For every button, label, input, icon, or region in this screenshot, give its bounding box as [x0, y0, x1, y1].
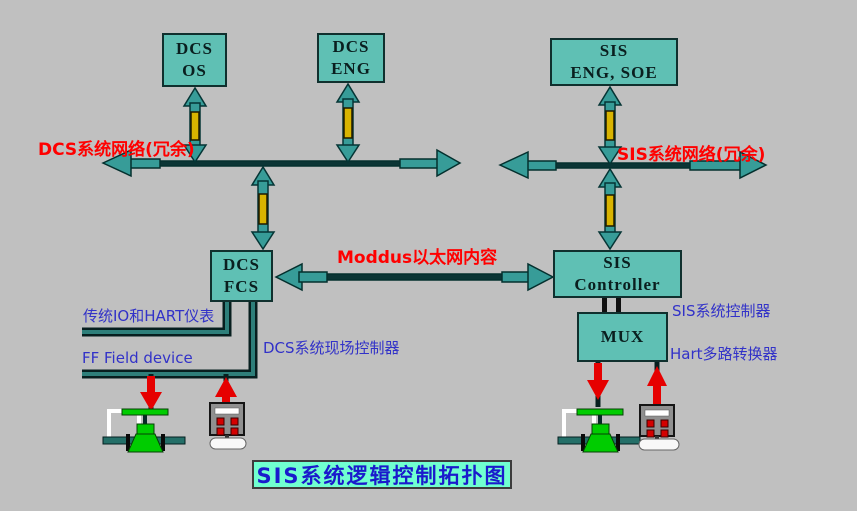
transmitter-right-icon: [638, 404, 680, 451]
node-sis-controller: SIS Controller: [553, 250, 682, 298]
sis-mux-link-1: [602, 297, 607, 313]
label-ff-field-device: FF Field device: [82, 349, 193, 367]
node-dcs-fcs-label: DCS FCS: [222, 254, 260, 296]
node-sis-controller-label: SIS Controller: [574, 252, 661, 294]
red-flow-arrow-up-left-icon: [215, 377, 237, 404]
diagram-title-box: SIS系统逻辑控制拓扑图: [252, 460, 512, 489]
transmitter-left-icon: [209, 402, 247, 450]
control-valve-left-icon: [102, 408, 186, 453]
bus-sis-controller-connector: [597, 167, 623, 251]
diagram-title: SIS系统逻辑控制拓扑图: [256, 463, 508, 488]
label-dcs-field-controller: DCS系统现场控制器: [263, 339, 400, 357]
ff-field-pipe: [82, 302, 258, 379]
bus-dcs-fcs-connector: [250, 165, 276, 251]
node-sis-eng-soe-label: SIS ENG, SOE: [570, 40, 658, 82]
red-flow-arrow-up-right-icon: [647, 366, 667, 404]
label-sis-network: SIS系统网络(冗余): [617, 145, 766, 165]
sis-eng-bus-connector: [597, 85, 623, 166]
red-flow-arrow-down-left-icon: [140, 376, 162, 411]
node-dcs-os: DCS OS: [162, 33, 227, 87]
dcs-os-bus-connector: [182, 86, 208, 164]
node-mux-label: MUX: [600, 326, 645, 346]
node-dcs-eng: DCS ENG: [317, 33, 385, 83]
node-mux: MUX: [577, 312, 668, 362]
node-sis-eng-soe: SIS ENG, SOE: [550, 38, 678, 86]
modbus-link-arrow: [274, 262, 555, 292]
red-flow-arrow-down-right-icon: [587, 363, 609, 400]
dcs-network-bus: [101, 148, 462, 178]
label-dcs-network: DCS系统网络(冗余): [38, 140, 195, 160]
node-dcs-eng-label: DCS ENG: [331, 36, 371, 78]
traditional-io-pipe: [82, 302, 232, 337]
sis-network-bus: [498, 150, 768, 180]
label-hart-multiplexer: Hart多路转换器: [670, 345, 778, 363]
label-modbus-ethernet: Moddus以太网内容: [337, 248, 498, 268]
label-traditional-io: 传统IO和HART仪表: [83, 307, 215, 325]
dcs-eng-bus-connector: [335, 82, 361, 164]
sis-mux-link-2: [616, 297, 621, 313]
label-sis-system-controller: SIS系统控制器: [672, 302, 771, 320]
node-dcs-fcs: DCS FCS: [210, 250, 273, 302]
node-dcs-os-label: DCS OS: [175, 38, 213, 80]
control-valve-right-icon: [557, 408, 641, 453]
